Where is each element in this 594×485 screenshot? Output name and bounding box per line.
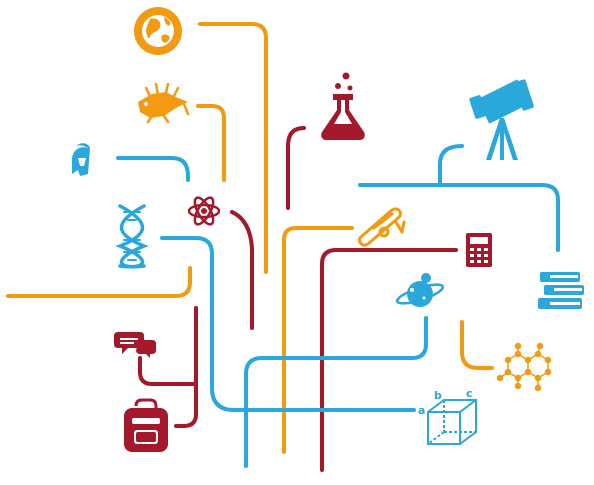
line-telescope-bus: [358, 183, 560, 252]
diploma-scroll-icon: [358, 207, 406, 247]
books-icon: [538, 272, 584, 309]
line-molecule: [460, 320, 494, 370]
backpack-icon: [124, 398, 168, 452]
molecule-icon: [496, 342, 552, 392]
telescope-icon: [469, 79, 534, 160]
line-helmet: [116, 156, 190, 182]
line-left-horizontal: [6, 266, 192, 298]
line-globe: [198, 22, 268, 274]
cube-label-b: b: [434, 389, 442, 402]
line-dna-to-cube: [160, 236, 416, 412]
dna-icon: [115, 204, 149, 269]
cube-label-a: a: [418, 404, 425, 417]
line-dinosaur: [196, 104, 226, 182]
speech-bubbles-icon: [114, 332, 156, 358]
line-atom: [230, 210, 254, 330]
calculator-icon: [466, 233, 492, 267]
line-planet: [244, 316, 428, 468]
line-diploma: [282, 226, 354, 454]
line-telescope-top: [438, 144, 464, 186]
flask-icon: [321, 72, 365, 140]
line-flask: [286, 126, 306, 210]
line-calculator: [320, 248, 458, 472]
cube-label-c: c: [466, 387, 473, 400]
spartan-helmet-icon: [72, 143, 90, 176]
line-speech: [138, 356, 198, 386]
dinosaur-skeleton-icon: [138, 82, 190, 124]
globe-icon: [134, 7, 182, 55]
line-backpack-bus: [174, 306, 198, 428]
cube-icon: a b c: [418, 387, 477, 445]
planet-icon: [395, 273, 445, 307]
atom-icon: [187, 196, 221, 226]
